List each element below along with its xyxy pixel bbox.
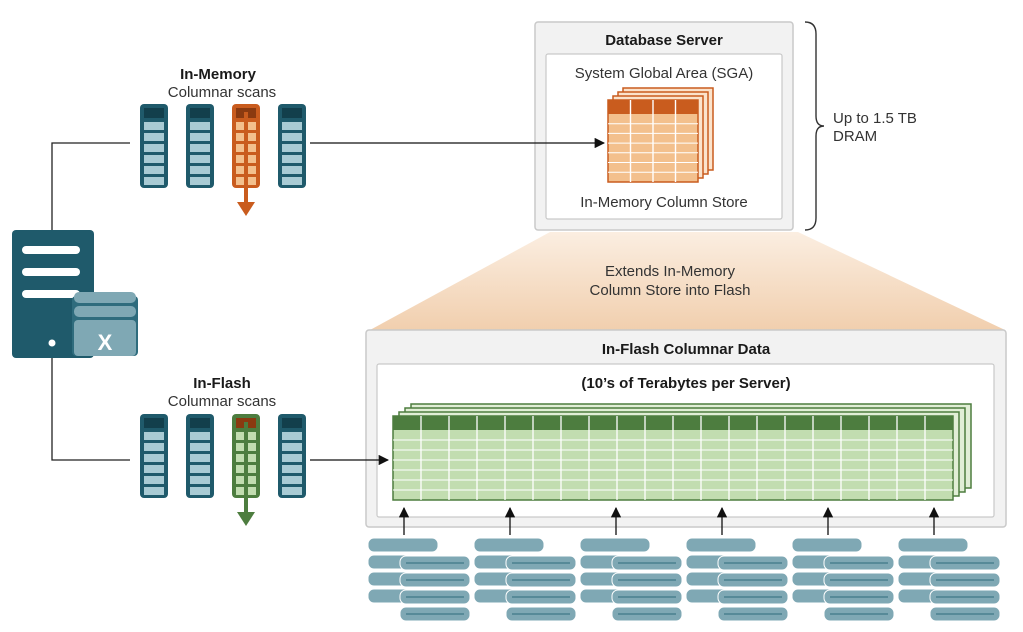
highlighted-scan-column (232, 414, 260, 526)
disk-stack (367, 537, 471, 622)
in-flash-panel-title: In-Flash Columnar Data (602, 341, 771, 358)
server-to-in-flash-line (51, 358, 130, 461)
sga-title: System Global Area (SGA) (575, 65, 753, 82)
disk-stack (791, 537, 895, 622)
disk-stack (897, 537, 1001, 622)
extends-note-line2: Column Store into Flash (590, 282, 751, 299)
scan-column (140, 104, 168, 188)
disk-stack (579, 537, 683, 622)
server-to-in-memory-line (51, 142, 130, 230)
database-server-icon: X (12, 230, 138, 358)
scan-column (186, 104, 214, 188)
in-memory-column-store-icon (607, 87, 714, 183)
in-memory-subtitle: Columnar scans (168, 84, 276, 101)
extension-wedge (370, 232, 1005, 330)
in-flash-title: In-Flash (193, 375, 251, 392)
flash-disk-stacks (367, 537, 1001, 622)
in-flash-subtitle: Columnar scans (168, 393, 276, 410)
dram-note-line1: Up to 1.5 TB (833, 110, 917, 127)
scan-column (186, 414, 214, 498)
disk-stack (473, 537, 577, 622)
flash-to-columnar-arrows (398, 506, 940, 535)
dram-bracket (804, 21, 825, 231)
in-flash-columnar-table-icon (392, 403, 972, 501)
extends-note-line1: Extends In-Memory (605, 263, 736, 280)
in-memory-title: In-Memory (180, 66, 257, 83)
scan-column (140, 414, 168, 498)
column-store-label: In-Memory Column Store (580, 194, 748, 211)
in-memory-columns-icon (140, 104, 306, 216)
highlighted-scan-column (232, 104, 260, 216)
server-x-mark: X (98, 330, 113, 355)
scan-column (278, 104, 306, 188)
in-flash-panel-subtitle: (10’s of Terabytes per Server) (581, 375, 790, 392)
scan-column (278, 414, 306, 498)
dram-note-line2: DRAM (833, 128, 877, 145)
disk-stack (685, 537, 789, 622)
in-flash-columns-icon (140, 414, 306, 526)
database-server-title: Database Server (605, 32, 723, 49)
